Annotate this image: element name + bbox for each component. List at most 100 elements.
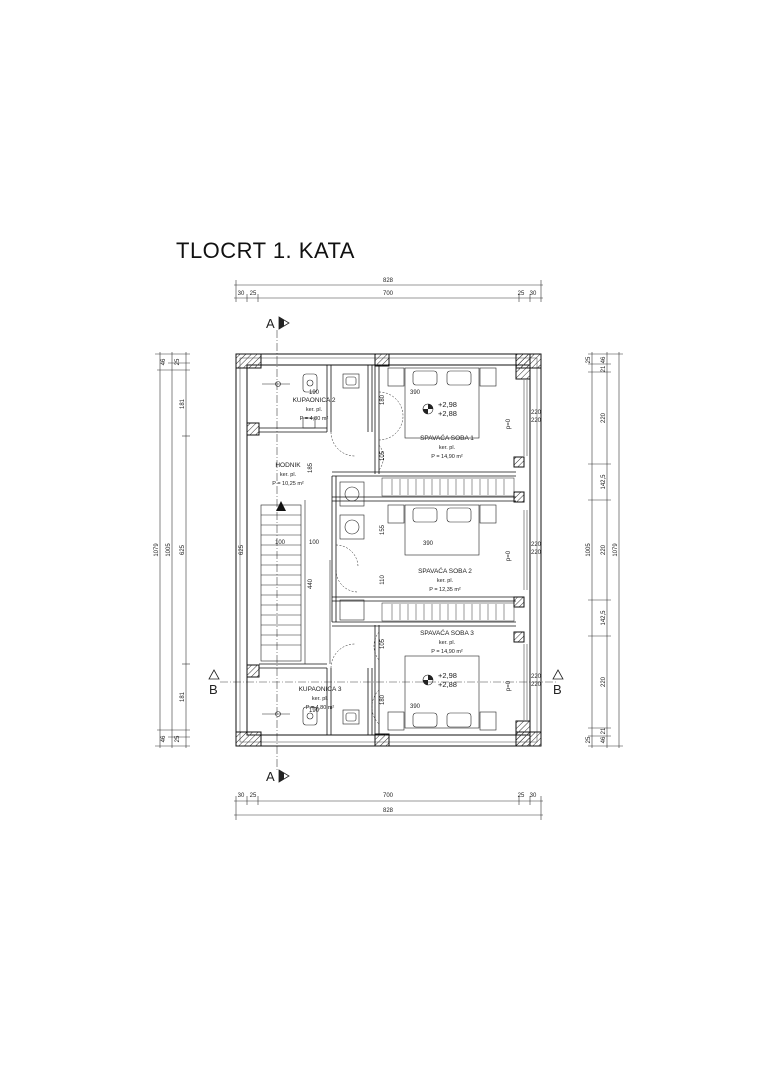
left-dimensions: [155, 352, 190, 748]
svg-text:+2,98: +2,98: [438, 671, 457, 680]
svg-text:+2,98: +2,98: [438, 400, 457, 409]
room-floor-hodnik: ker. pl.: [280, 472, 297, 478]
svg-text:220: 220: [531, 418, 542, 424]
dim-right-top-b: 46: [601, 356, 607, 363]
dim-left-bot-b: 25: [175, 735, 181, 742]
svg-text:625: 625: [239, 544, 245, 555]
svg-text:155: 155: [380, 524, 386, 535]
dim-left-bot-a: 46: [161, 735, 167, 742]
dim-top-left-b: 25: [250, 291, 257, 297]
dim-bottom-right-a: 25: [518, 793, 525, 799]
svg-text:220: 220: [531, 542, 542, 548]
svg-text:p=0: p=0: [506, 418, 512, 429]
svg-text:100: 100: [309, 540, 320, 546]
svg-text:390: 390: [410, 704, 421, 710]
section-b-left-marker: B: [208, 669, 220, 697]
svg-text:390: 390: [410, 390, 421, 396]
section-b-right-marker: B: [552, 669, 564, 697]
section-a-top-marker: A: [266, 316, 290, 331]
doors: [330, 391, 404, 725]
svg-text:190: 190: [309, 390, 320, 396]
section-a-bottom-marker: A: [266, 769, 290, 784]
dim-left-total: 1079: [154, 543, 160, 557]
dim-top-left-a: 30: [238, 291, 245, 297]
dim-bottom-left-b: 25: [250, 793, 257, 799]
room-area-kupaonica-3: P = 4,80 m²: [306, 705, 335, 711]
svg-text:B: B: [553, 682, 562, 697]
laundry-machines: [339, 481, 365, 621]
svg-text:p=0: p=0: [506, 550, 512, 561]
svg-text:B: B: [209, 682, 218, 697]
dim-right-bot-b: 46: [601, 736, 607, 743]
dim-left-top-b: 25: [175, 358, 181, 365]
dim-top-total: 828: [383, 278, 394, 284]
stair-direction-arrow: [276, 501, 286, 511]
dim-right-top-a: 25: [586, 356, 592, 363]
bathroom-2-fixtures: [262, 373, 360, 429]
level-marker-room-1: +2,98 +2,88: [422, 400, 457, 418]
dim-left-seg3: 181: [180, 691, 186, 702]
windows-right: [523, 380, 528, 720]
dim-bottom-total: 828: [383, 808, 394, 814]
room-area-spavaca-soba-1: P = 14,90 m²: [431, 454, 463, 460]
dim-right-bot-a: 25: [586, 736, 592, 743]
bottom-dimensions: [234, 796, 543, 820]
dim-right-top-c: 21: [601, 365, 607, 372]
svg-text:+2,88: +2,88: [438, 409, 457, 418]
dim-top-right-a: 25: [518, 291, 525, 297]
section-lines: [220, 330, 556, 770]
wardrobe-hangers: [391, 479, 505, 620]
level-marker-room-3: +2,98 +2,88: [422, 671, 457, 689]
svg-text:105: 105: [380, 638, 386, 649]
dim-right-total: 1079: [613, 543, 619, 557]
svg-text:100: 100: [275, 540, 286, 546]
svg-text:+2,88: +2,88: [438, 680, 457, 689]
svg-text:440: 440: [308, 578, 314, 589]
svg-text:390: 390: [423, 541, 434, 547]
page-title: TLOCRT 1. KATA: [176, 238, 355, 263]
room-floor-spavaca-soba-2: ker. pl.: [437, 578, 454, 584]
svg-text:185: 185: [308, 462, 314, 473]
svg-text:190: 190: [309, 708, 320, 714]
room-name-spavaca-soba-3: SPAVAĆA SOBA 3: [420, 628, 474, 637]
room-area-kupaonica-2: P = 4,80 m²: [300, 416, 329, 422]
beds: [387, 367, 497, 731]
room-name-kupaonica-3: KUPAONICA 3: [299, 686, 342, 693]
room-name-kupaonica-2: KUPAONICA 2: [293, 397, 336, 404]
svg-text:110: 110: [380, 575, 386, 585]
right-dimensions: [588, 352, 623, 748]
dim-bottom-inner: 700: [383, 793, 394, 799]
room-name-spavaca-soba-2: SPAVAĆA SOBA 2: [418, 566, 472, 575]
room-area-spavaca-soba-3: P = 14,90 m²: [431, 649, 463, 655]
svg-text:p=0: p=0: [506, 680, 512, 691]
room-floor-spavaca-soba-3: ker. pl.: [439, 640, 456, 646]
svg-text:220: 220: [531, 410, 542, 416]
room-area-spavaca-soba-2: P = 12,35 m²: [429, 587, 461, 593]
wardrobes: [381, 477, 515, 622]
svg-text:A: A: [266, 316, 275, 331]
svg-text:180: 180: [380, 394, 386, 405]
dim-left-seg1: 181: [180, 398, 186, 409]
room-name-spavaca-soba-1: SPAVAĆA SOBA 1: [420, 433, 474, 442]
room-floor-kupaonica-3: ker. pl.: [312, 696, 329, 702]
interior-walls: [259, 365, 516, 735]
dim-right-bot-c: 21: [601, 727, 607, 734]
dim-bottom-left-a: 30: [238, 793, 245, 799]
dim-right-seg3: 220: [601, 544, 607, 555]
dim-left-seg2: 625: [180, 544, 186, 555]
dim-left-inner: 1005: [166, 543, 172, 557]
dim-right-seg1: 220: [601, 412, 607, 423]
top-dimensions: [234, 280, 543, 302]
inner-dimension-labels: 390 390 390 100 100 440 185 180 105 155 …: [239, 390, 542, 714]
room-name-hodnik: HODNIK: [275, 462, 301, 469]
room-floor-kupaonica-2: ker. pl.: [306, 407, 323, 413]
bathroom-3-fixtures: [262, 706, 360, 726]
dim-right-inner: 1005: [586, 543, 592, 557]
exterior-walls: [235, 353, 542, 747]
room-area-hodnik: P = 10,25 m²: [272, 481, 304, 487]
dim-right-seg5: 220: [601, 676, 607, 687]
dim-bottom-right-b: 30: [530, 793, 537, 799]
svg-text:A: A: [266, 769, 275, 784]
svg-text:220: 220: [531, 682, 542, 688]
